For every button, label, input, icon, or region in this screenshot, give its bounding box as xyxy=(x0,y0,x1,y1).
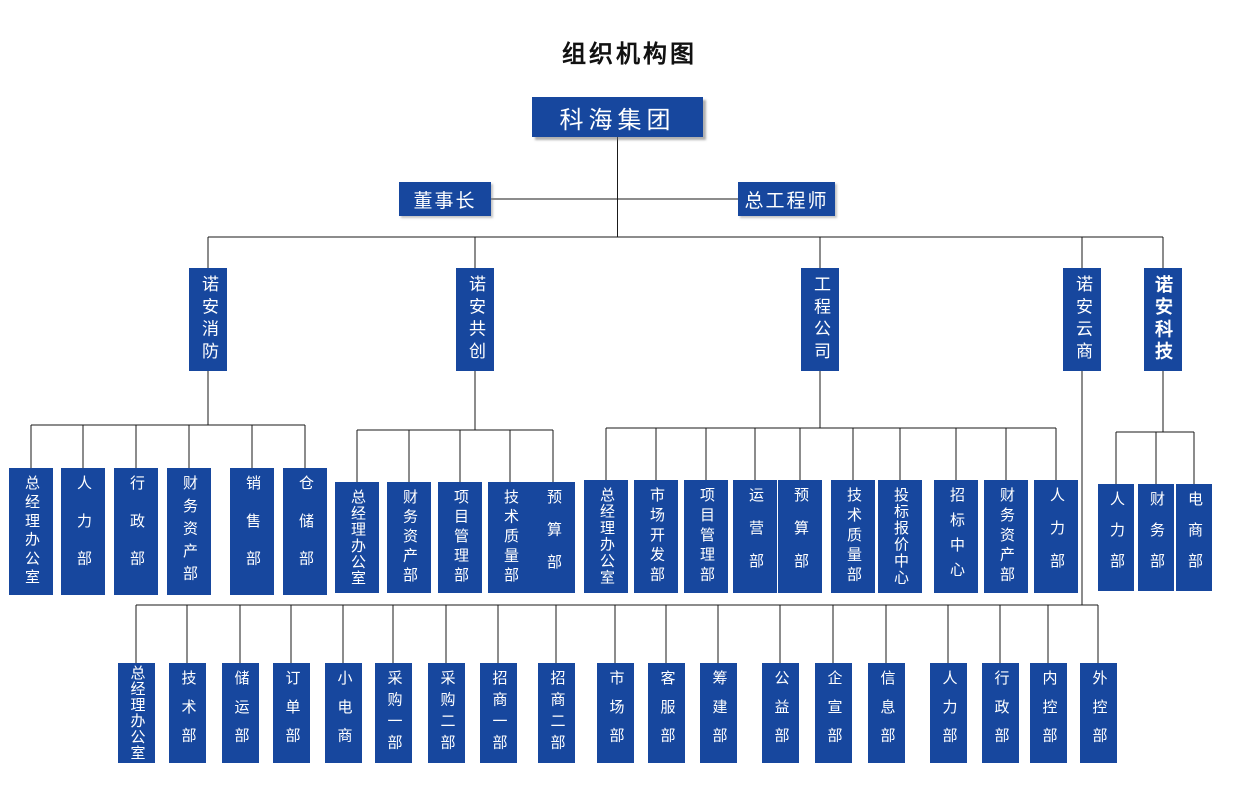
dept-box-2-5: 技术质量部 xyxy=(831,480,875,593)
dept-box-1-0: 总经理办公室 xyxy=(335,482,379,593)
dept-box-4-2: 电商部 xyxy=(1176,484,1212,591)
division-box-0: 诺安消防 xyxy=(189,268,227,371)
dept-box-3-18: 外控部 xyxy=(1079,663,1117,763)
dept-box-3-1: 技术部 xyxy=(168,663,206,763)
dept-box-3-4: 小电商 xyxy=(324,663,362,763)
division-box-1: 诺安共创 xyxy=(456,268,494,371)
dept-box-3-8: 招商二部 xyxy=(537,663,575,763)
dept-box-1-3: 技术质量部 xyxy=(488,482,532,593)
dept-box-3-9: 市场部 xyxy=(596,663,634,763)
division-box-3: 诺安云商 xyxy=(1063,268,1101,371)
dept-box-3-17: 内控部 xyxy=(1029,663,1067,763)
dept-box-2-8: 财务资产部 xyxy=(984,480,1028,593)
dept-box-0-3: 财务资产部 xyxy=(167,468,211,595)
dept-box-3-0: 总经理办公室 xyxy=(117,663,155,763)
dept-box-0-2: 行政部 xyxy=(114,468,158,595)
dept-box-2-6: 投标报价中心 xyxy=(878,480,922,593)
dept-box-4-0: 人力部 xyxy=(1098,484,1134,591)
dept-box-0-0: 总经理办公室 xyxy=(9,468,53,595)
dept-box-3-5: 采购一部 xyxy=(374,663,412,763)
dept-box-2-2: 项目管理部 xyxy=(684,480,728,593)
root-company-box: 科海集团 xyxy=(532,97,703,137)
dept-box-3-6: 采购二部 xyxy=(427,663,465,763)
dept-box-3-10: 客服部 xyxy=(647,663,685,763)
division-box-4: 诺安科技 xyxy=(1144,268,1182,371)
dept-box-3-15: 人力部 xyxy=(929,663,967,763)
dept-box-2-3: 运营部 xyxy=(733,480,777,593)
dept-box-1-1: 财务资产部 xyxy=(387,482,431,593)
chart-title: 组织机构图 xyxy=(562,41,697,68)
dept-box-3-12: 公益部 xyxy=(761,663,799,763)
dept-box-3-16: 行政部 xyxy=(981,663,1019,763)
dept-box-3-13: 企宣部 xyxy=(814,663,852,763)
dept-box-4-1: 财务部 xyxy=(1138,484,1174,591)
dept-box-0-4: 销售部 xyxy=(230,468,274,595)
dept-box-0-5: 仓储部 xyxy=(283,468,327,595)
dept-box-0-1: 人力部 xyxy=(61,468,105,595)
dept-box-2-7: 招标中心 xyxy=(934,480,978,593)
dept-box-3-11: 筹建部 xyxy=(699,663,737,763)
dept-box-2-9: 人力部 xyxy=(1034,480,1078,593)
chairman-box: 董事长 xyxy=(399,182,491,216)
dept-box-2-4: 预算部 xyxy=(778,480,822,593)
division-box-2: 工程公司 xyxy=(801,268,839,371)
dept-box-3-7: 招商一部 xyxy=(479,663,517,763)
chief-engineer-box: 总工程师 xyxy=(738,182,835,216)
dept-box-2-1: 市场开发部 xyxy=(634,480,678,593)
dept-box-1-2: 项目管理部 xyxy=(438,482,482,593)
dept-box-3-2: 储运部 xyxy=(221,663,259,763)
dept-box-2-0: 总经理办公室 xyxy=(584,480,628,593)
dept-box-1-4: 预算部 xyxy=(531,482,575,593)
dept-box-3-3: 订单部 xyxy=(272,663,310,763)
dept-box-3-14: 信息部 xyxy=(867,663,905,763)
